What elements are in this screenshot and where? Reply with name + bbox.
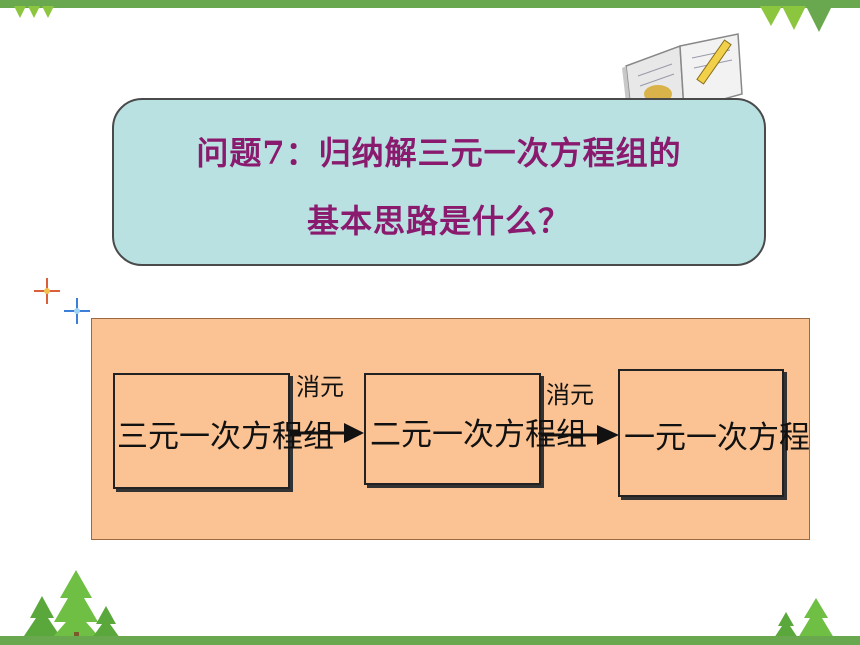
question-line-1: 问题7：归纳解三元一次方程组的	[196, 134, 682, 172]
sparkle-blue-icon	[64, 298, 90, 324]
flow-step-1: 三元一次方程组	[117, 419, 334, 455]
bottom-border-bar	[0, 636, 860, 645]
question-line-2: 基本思路是什么？	[306, 202, 571, 240]
top-border-bar	[0, 0, 860, 8]
arrow-right-icon-1	[290, 423, 364, 443]
arrow-label-2: 消元	[546, 381, 594, 409]
top-right-triangles-icon	[760, 6, 832, 32]
arrow-right-icon-2	[541, 425, 619, 445]
flow-panel: 三元一次方程组 二元一次方程组 一元一次方程 消元 消元	[91, 318, 810, 540]
sparkle-red-icon	[34, 278, 60, 304]
top-left-triangles-icon	[14, 6, 54, 18]
flow-box-3	[618, 369, 784, 497]
flow-box-1	[113, 373, 290, 489]
question-box: 问题7：归纳解三元一次方程组的 基本思路是什么？	[112, 98, 766, 266]
flow-step-3: 一元一次方程	[624, 420, 810, 456]
trees-right-icon	[774, 598, 834, 638]
arrow-label-1: 消元	[296, 373, 344, 401]
flow-box-2	[364, 373, 541, 485]
trees-left-icon	[24, 570, 120, 638]
